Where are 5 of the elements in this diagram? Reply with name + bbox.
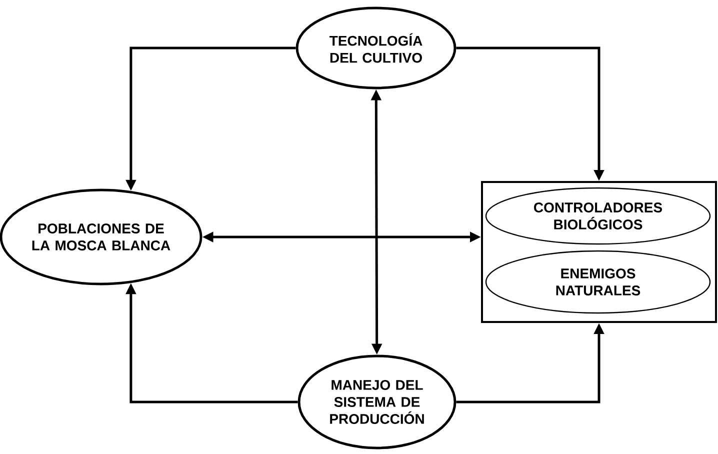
ellipse-node: TECNOLOGÍA DEL CULTIVO bbox=[296, 6, 456, 90]
group-box bbox=[481, 181, 717, 323]
ellipse-node: ENEMIGOS NATURALES bbox=[485, 250, 711, 314]
ellipse-node: MANEJO DEL SISTEMA DE PRODUCCIÓN bbox=[298, 354, 456, 450]
ellipse-node: CONTROLADORES BIOLÓGICOS bbox=[485, 187, 711, 245]
